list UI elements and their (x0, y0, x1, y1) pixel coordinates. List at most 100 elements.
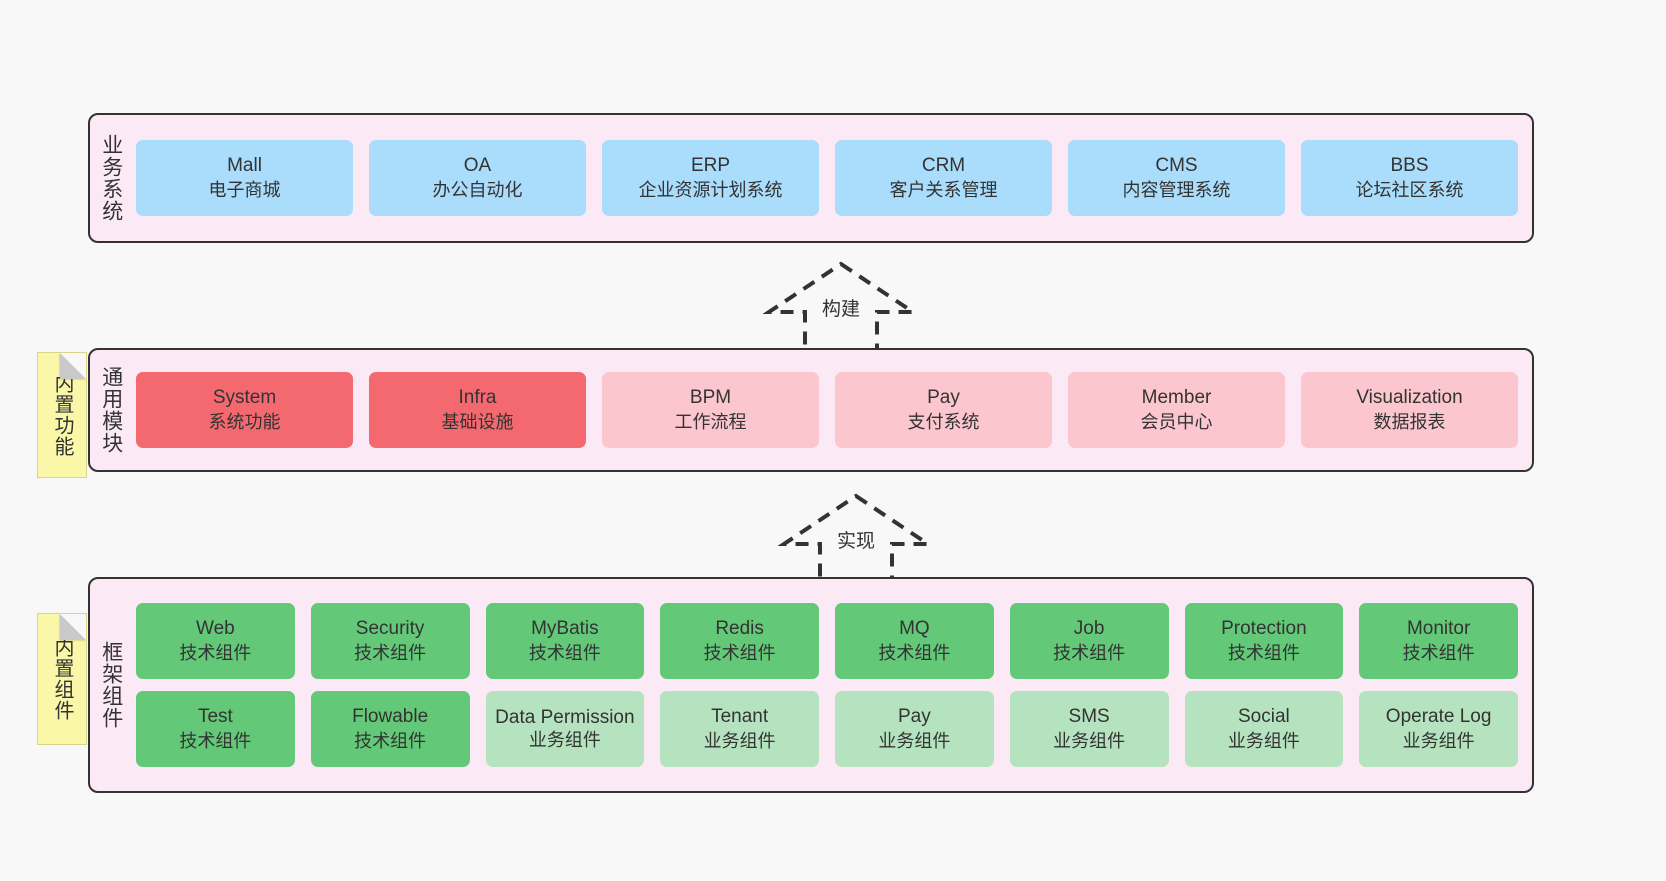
card-erp[interactable]: ERP 企业资源计划系统 (602, 140, 819, 216)
note-builtin-functions: 内置功能 (37, 352, 87, 478)
card-member[interactable]: Member 会员中心 (1068, 372, 1285, 448)
card-subtitle: 数据报表 (1373, 411, 1446, 432)
card-job[interactable]: Job 技术组件 (1009, 603, 1169, 679)
card-mybatis[interactable]: MyBatis 技术组件 (485, 603, 645, 679)
card-bbs[interactable]: BBS 论坛社区系统 (1301, 140, 1518, 216)
layer-title-common-module: 通用模块 (99, 366, 123, 454)
card-subtitle: 支付系统 (907, 411, 980, 432)
card-subtitle: 会员中心 (1140, 411, 1213, 432)
card-title: Member (1141, 387, 1212, 409)
card-security[interactable]: Security 技术组件 (310, 603, 470, 679)
card-title: Pay (898, 706, 931, 728)
card-subtitle: 技术组件 (179, 642, 252, 663)
card-data-permission[interactable]: Data Permission 业务组件 (485, 691, 645, 767)
layer-common-module: 通用模块 System 系统功能 Infra 基础设施 BPM 工作流程 Pay… (88, 348, 1534, 472)
card-title: Flowable (352, 706, 429, 728)
arrow-build-shape (762, 261, 920, 354)
card-title: Social (1238, 706, 1290, 728)
card-subtitle: 论坛社区系统 (1355, 179, 1464, 200)
card-social[interactable]: Social 业务组件 (1184, 691, 1344, 767)
card-system[interactable]: System 系统功能 (136, 372, 353, 448)
arrow-implement-shape (777, 493, 935, 586)
card-subtitle: 办公自动化 (432, 179, 523, 200)
note-builtin-components: 内置组件 (37, 613, 87, 745)
card-title: Pay (927, 387, 960, 409)
card-subtitle: 业务组件 (878, 730, 951, 751)
card-subtitle: 内容管理系统 (1122, 179, 1231, 200)
card-bpm[interactable]: BPM 工作流程 (602, 372, 819, 448)
layer-body-framework-component: Web 技术组件 Security 技术组件 MyBatis 技术组件 Redi… (132, 579, 1532, 791)
layer-title-business-system: 业务系统 (99, 134, 123, 222)
card-title: Operate Log (1385, 706, 1492, 728)
card-title: Tenant (711, 706, 769, 728)
card-tenant[interactable]: Tenant 业务组件 (660, 691, 819, 767)
card-mq[interactable]: MQ 技术组件 (835, 603, 994, 679)
card-subtitle: 技术组件 (179, 730, 252, 751)
card-mall[interactable]: Mall 电子商城 (136, 140, 353, 216)
card-subtitle: 企业资源计划系统 (638, 179, 783, 200)
card-subtitle: 业务组件 (1053, 730, 1126, 751)
card-row: Web 技术组件 Security 技术组件 MyBatis 技术组件 Redi… (136, 603, 1518, 679)
card-sms[interactable]: SMS 业务组件 (1009, 691, 1169, 767)
card-title: Web (196, 618, 235, 640)
card-subtitle: 业务组件 (703, 730, 776, 751)
card-title: Visualization (1356, 387, 1463, 409)
card-subtitle: 技术组件 (1053, 642, 1126, 663)
card-title: Infra (458, 387, 497, 409)
card-title: BBS (1390, 155, 1429, 177)
card-subtitle: 技术组件 (528, 642, 601, 663)
card-subtitle: 电子商城 (208, 179, 281, 200)
card-crm[interactable]: CRM 客户关系管理 (835, 140, 1052, 216)
card-row: System 系统功能 Infra 基础设施 BPM 工作流程 Pay 支付系统… (136, 372, 1518, 448)
card-subtitle: 技术组件 (878, 642, 951, 663)
arrow-implement: 实现 (776, 490, 936, 590)
card-infra[interactable]: Infra 基础设施 (369, 372, 586, 448)
card-title: ERP (690, 155, 731, 177)
card-row: Mall 电子商城 OA 办公自动化 ERP 企业资源计划系统 CRM 客户关系… (136, 140, 1518, 216)
card-subtitle: 技术组件 (1227, 642, 1300, 663)
card-title: Security (355, 618, 425, 640)
card-cms[interactable]: CMS 内容管理系统 (1068, 140, 1285, 216)
card-title: BPM (689, 387, 732, 409)
card-protection[interactable]: Protection 技术组件 (1184, 603, 1344, 679)
layer-title-framework-component: 框架组件 (99, 641, 123, 729)
card-oa[interactable]: OA 办公自动化 (369, 140, 586, 216)
card-title: SMS (1068, 706, 1110, 728)
card-web[interactable]: Web 技术组件 (136, 603, 295, 679)
card-visualization[interactable]: Visualization 数据报表 (1301, 372, 1518, 448)
card-title: MQ (899, 618, 930, 640)
card-monitor[interactable]: Monitor 技术组件 (1359, 603, 1518, 679)
card-title: System (212, 387, 277, 409)
card-subtitle: 工作流程 (674, 411, 747, 432)
card-pay-business[interactable]: Pay 业务组件 (835, 691, 994, 767)
card-subtitle: 客户关系管理 (889, 179, 998, 200)
card-title: CMS (1155, 155, 1198, 177)
card-subtitle: 技术组件 (703, 642, 776, 663)
layer-business-system: 业务系统 Mall 电子商城 OA 办公自动化 ERP 企业资源计划系统 CRM… (88, 113, 1534, 243)
layer-body-common-module: System 系统功能 Infra 基础设施 BPM 工作流程 Pay 支付系统… (132, 350, 1532, 470)
card-subtitle: 业务组件 (1402, 730, 1475, 751)
card-redis[interactable]: Redis 技术组件 (660, 603, 819, 679)
layer-framework-component: 框架组件 Web 技术组件 Security 技术组件 MyBatis 技术组件… (88, 577, 1534, 793)
card-title: Test (197, 706, 233, 728)
arrow-build: 构建 (761, 258, 921, 358)
card-subtitle: 基础设施 (441, 411, 514, 432)
card-title: OA (463, 155, 492, 177)
card-title: Mall (227, 155, 262, 177)
card-pay[interactable]: Pay 支付系统 (835, 372, 1052, 448)
card-title: Monitor (1406, 618, 1471, 640)
card-test[interactable]: Test 技术组件 (136, 691, 295, 767)
card-row: Test 技术组件 Flowable 技术组件 Data Permission … (136, 691, 1518, 767)
card-subtitle: 技术组件 (1402, 642, 1475, 663)
card-title: Redis (715, 618, 764, 640)
card-title: Job (1073, 618, 1105, 640)
card-title: MyBatis (531, 618, 599, 640)
card-subtitle: 技术组件 (354, 642, 427, 663)
card-subtitle: 系统功能 (208, 411, 281, 432)
card-title: CRM (921, 155, 966, 177)
card-title: Protection (1221, 618, 1307, 640)
card-title: Data Permission (495, 707, 635, 729)
card-flowable[interactable]: Flowable 技术组件 (310, 691, 470, 767)
card-operate-log[interactable]: Operate Log 业务组件 (1359, 691, 1518, 767)
